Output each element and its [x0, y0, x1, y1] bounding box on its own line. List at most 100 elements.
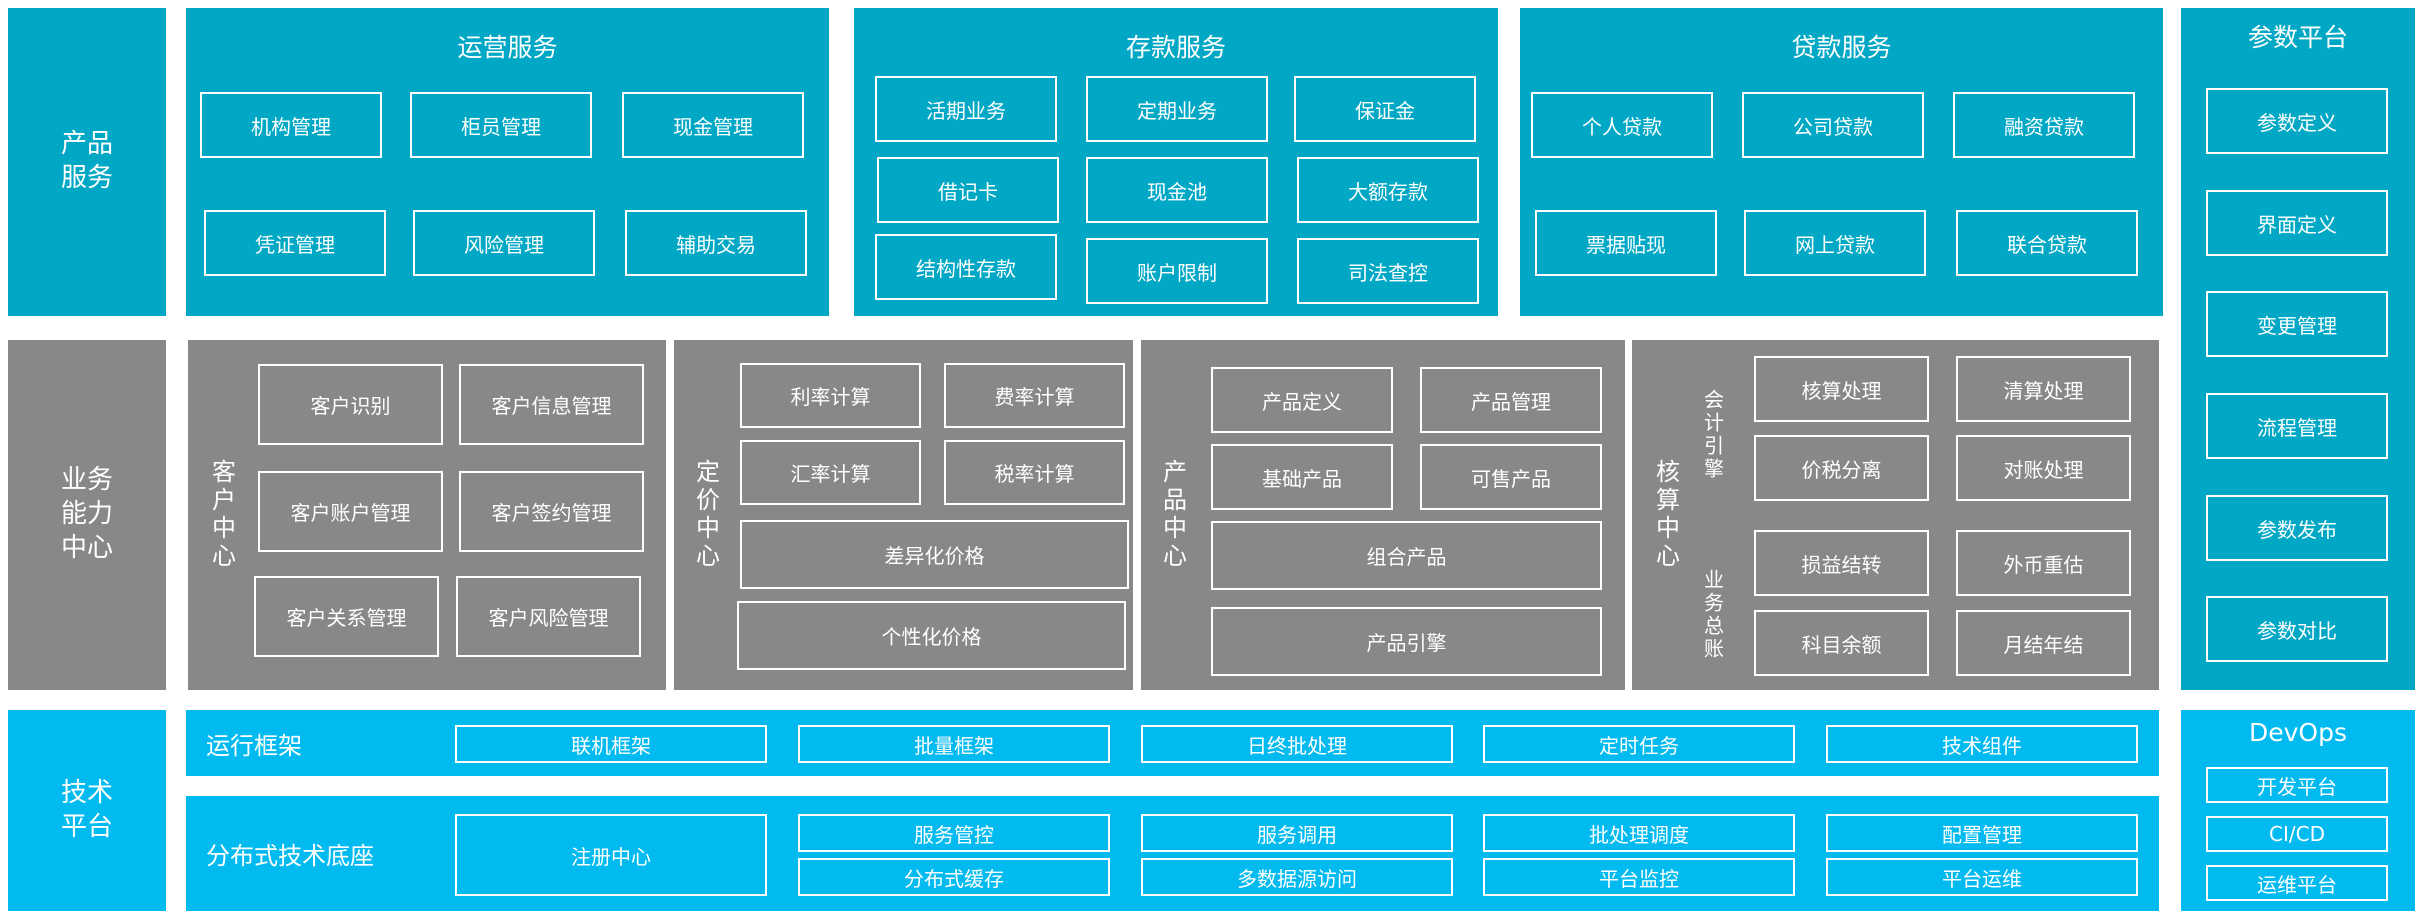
productc-item[interactable]: 产品管理 [1420, 367, 1602, 433]
accounting-center-label: 核算中心 [1651, 459, 1680, 571]
row-label-capability-text: 业务 能力 中心 [60, 465, 113, 563]
accounting-item[interactable]: 对账处理 [1956, 435, 2131, 501]
deposit-item[interactable]: 保证金 [1294, 76, 1476, 142]
pricing-item[interactable]: 差异化价格 [740, 520, 1129, 589]
deposit-item[interactable]: 定期业务 [1086, 76, 1268, 142]
loan-item[interactable]: 票据贴现 [1535, 210, 1717, 276]
ops-item[interactable]: 辅助交易 [625, 210, 807, 276]
param-item[interactable]: 参数定义 [2206, 88, 2388, 154]
ops-item[interactable]: 风险管理 [413, 210, 595, 276]
accounting-center-panel: 核算中心 会计引擎 业务总账 核算处理 清算处理 价税分离 对账处理 损益结转 … [1632, 340, 2159, 690]
productc-item[interactable]: 基础产品 [1211, 444, 1393, 510]
distributed-base-panel: 分布式技术底座 注册中心 服务管控 服务调用 批处理调度 配置管理 分布式缓存 … [186, 796, 2159, 911]
deposit-item[interactable]: 结构性存款 [875, 234, 1057, 300]
pricing-item[interactable]: 费率计算 [944, 363, 1125, 428]
row-label-capability: 业务 能力 中心 [8, 340, 166, 690]
row-label-tech-text: 技术 平台 [60, 777, 113, 842]
accounting-item[interactable]: 核算处理 [1754, 356, 1929, 422]
runtime-item[interactable]: 日终批处理 [1141, 725, 1453, 763]
param-item[interactable]: 流程管理 [2206, 393, 2388, 459]
productc-item[interactable]: 产品定义 [1211, 367, 1393, 433]
ops-item[interactable]: 现金管理 [622, 92, 804, 158]
accounting-item[interactable]: 外币重估 [1956, 530, 2131, 596]
pricing-item[interactable]: 税率计算 [944, 440, 1125, 505]
param-platform-panel: 参数平台 参数定义 界面定义 变更管理 流程管理 参数发布 参数对比 [2181, 8, 2415, 690]
general-ledger-label: 业务总账 [1700, 569, 1725, 661]
accounting-item[interactable]: 清算处理 [1956, 356, 2131, 422]
loan-item[interactable]: 联合贷款 [1956, 210, 2138, 276]
loan-service-panel: 贷款服务 个人贷款 公司贷款 融资贷款 票据贴现 网上贷款 联合贷款 [1520, 8, 2163, 316]
distributed-item[interactable]: 平台监控 [1483, 858, 1795, 896]
pricing-center-label: 定价中心 [691, 459, 720, 571]
deposit-item[interactable]: 账户限制 [1086, 238, 1268, 304]
customer-center-panel: 客户中心 客户识别 客户信息管理 客户账户管理 客户签约管理 客户关系管理 客户… [188, 340, 666, 690]
distributed-item[interactable]: 配置管理 [1826, 814, 2138, 852]
ops-item[interactable]: 柜员管理 [410, 92, 592, 158]
ops-service-panel: 运营服务 机构管理 柜员管理 现金管理 凭证管理 风险管理 辅助交易 [186, 8, 829, 316]
accounting-item[interactable]: 损益结转 [1754, 530, 1929, 596]
row-label-product: 产品 服务 [8, 8, 166, 316]
param-platform-title: 参数平台 [2247, 23, 2348, 52]
accounting-engine-label: 会计引擎 [1700, 389, 1725, 481]
loan-service-title: 贷款服务 [1791, 33, 1892, 62]
distributed-item[interactable]: 服务调用 [1141, 814, 1453, 852]
deposit-service-title: 存款服务 [1125, 33, 1226, 62]
productc-item[interactable]: 可售产品 [1420, 444, 1602, 510]
customer-item[interactable]: 客户信息管理 [459, 364, 644, 445]
runtime-item[interactable]: 技术组件 [1826, 725, 2138, 763]
row-label-tech: 技术 平台 [8, 710, 166, 911]
productc-item[interactable]: 组合产品 [1211, 521, 1602, 590]
accounting-item[interactable]: 价税分离 [1754, 435, 1929, 501]
product-center-label: 产品中心 [1158, 459, 1187, 571]
pricing-item[interactable]: 汇率计算 [740, 440, 921, 505]
ops-service-title: 运营服务 [457, 33, 558, 62]
customer-item[interactable]: 客户账户管理 [258, 471, 443, 552]
ops-item[interactable]: 凭证管理 [204, 210, 386, 276]
accounting-item[interactable]: 科目余额 [1754, 610, 1929, 676]
distributed-item[interactable]: 批处理调度 [1483, 814, 1795, 852]
deposit-item[interactable]: 借记卡 [877, 157, 1059, 223]
runtime-item[interactable]: 定时任务 [1483, 725, 1795, 763]
distributed-item[interactable]: 多数据源访问 [1141, 858, 1453, 896]
pricing-item[interactable]: 利率计算 [740, 363, 921, 428]
distributed-item[interactable]: 平台运维 [1826, 858, 2138, 896]
loan-item[interactable]: 公司贷款 [1742, 92, 1924, 158]
runtime-item[interactable]: 批量框架 [798, 725, 1110, 763]
deposit-item[interactable]: 大额存款 [1297, 157, 1479, 223]
distributed-base-title: 分布式技术底座 [206, 842, 374, 870]
param-item[interactable]: 参数对比 [2206, 596, 2388, 662]
registry-center[interactable]: 注册中心 [455, 814, 767, 896]
customer-item[interactable]: 客户关系管理 [254, 576, 439, 657]
customer-item[interactable]: 客户风险管理 [456, 576, 641, 657]
devops-item[interactable]: 开发平台 [2206, 767, 2388, 803]
ops-item[interactable]: 机构管理 [200, 92, 382, 158]
runtime-item[interactable]: 联机框架 [455, 725, 767, 763]
devops-item[interactable]: 运维平台 [2206, 865, 2388, 901]
runtime-framework-title: 运行框架 [206, 731, 302, 760]
devops-item[interactable]: CI/CD [2206, 816, 2388, 852]
row-label-product-text: 产品 服务 [60, 129, 113, 193]
param-item[interactable]: 界面定义 [2206, 190, 2388, 256]
accounting-item[interactable]: 月结年结 [1956, 610, 2131, 676]
customer-center-label: 客户中心 [207, 459, 236, 571]
deposit-item[interactable]: 司法查控 [1297, 238, 1479, 304]
productc-item[interactable]: 产品引擎 [1211, 607, 1602, 676]
deposit-item[interactable]: 活期业务 [875, 76, 1057, 142]
param-item[interactable]: 参数发布 [2206, 495, 2388, 561]
customer-item[interactable]: 客户识别 [258, 364, 443, 445]
loan-item[interactable]: 网上贷款 [1744, 210, 1926, 276]
loan-item[interactable]: 个人贷款 [1531, 92, 1713, 158]
distributed-item[interactable]: 服务管控 [798, 814, 1110, 852]
deposit-service-panel: 存款服务 活期业务 定期业务 保证金 借记卡 现金池 大额存款 结构性存款 账户… [854, 8, 1498, 316]
loan-item[interactable]: 融资贷款 [1953, 92, 2135, 158]
distributed-item[interactable]: 分布式缓存 [798, 858, 1110, 896]
product-center-panel: 产品中心 产品定义 产品管理 基础产品 可售产品 组合产品 产品引擎 [1141, 340, 1625, 690]
param-item[interactable]: 变更管理 [2206, 291, 2388, 357]
deposit-item[interactable]: 现金池 [1086, 157, 1268, 223]
devops-panel: DevOps 开发平台 CI/CD 运维平台 [2181, 710, 2415, 911]
pricing-item[interactable]: 个性化价格 [737, 601, 1126, 670]
pricing-center-panel: 定价中心 利率计算 费率计算 汇率计算 税率计算 差异化价格 个性化价格 [674, 340, 1133, 690]
runtime-framework-panel: 运行框架 联机框架 批量框架 日终批处理 定时任务 技术组件 [186, 710, 2159, 776]
devops-title: DevOps [2249, 718, 2347, 747]
customer-item[interactable]: 客户签约管理 [459, 471, 644, 552]
